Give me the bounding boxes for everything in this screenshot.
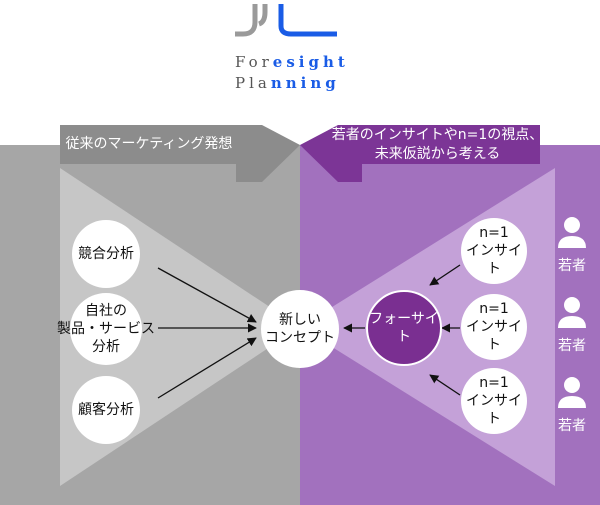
insight-line-1: n=1 — [479, 301, 509, 317]
competitor-analysis-node: 競合分析 — [72, 220, 140, 288]
new-concept-line-1: 新しい — [279, 312, 321, 328]
new-concept-line-2: コンセプト — [265, 330, 335, 346]
new-concept-node: 新しい コンセプト — [261, 290, 339, 368]
arrow-insight3-to-foresight — [429, 374, 461, 396]
logo-line-1-blue: esight — [272, 53, 349, 71]
insight-node: n=1 インサイト — [461, 218, 527, 284]
arrow-competitor-to-concept — [157, 267, 257, 323]
logo-line-1-dark: For — [235, 53, 273, 71]
person-group: 若者 若者 若者 — [552, 212, 592, 442]
logo-line-2: Planning — [235, 74, 340, 92]
person-icon — [558, 297, 586, 328]
logo: Foresight Planning — [225, 0, 375, 95]
customer-analysis-label: 顧客分析 — [78, 402, 134, 418]
logo-line-1: Foresight — [235, 53, 349, 71]
right-header-label: 若者のインサイトやn=1の視点、 未来仮説から考える — [330, 126, 545, 164]
product-service-analysis-node: 自社の 製品・サービス 分析 — [57, 293, 155, 365]
person-icon — [558, 217, 586, 248]
person-label: 若者 — [558, 258, 586, 274]
person-icon — [558, 377, 586, 408]
left-header-arrow — [60, 125, 300, 182]
arrow-customer-to-concept — [157, 337, 257, 399]
insight-line-2: インサイト — [466, 393, 522, 427]
customer-analysis-node: 顧客分析 — [72, 376, 140, 444]
product-analysis-line-1: 自社の — [85, 303, 127, 319]
insight-line-1: n=1 — [479, 225, 509, 241]
right-header-line-2: 未来仮説から考える — [374, 146, 501, 162]
insight-node: n=1 インサイト — [461, 294, 527, 360]
product-analysis-line-2: 製品・サービス — [57, 321, 155, 337]
logo-mark-icon — [235, 4, 337, 37]
foresight-label: フォーサイト — [369, 311, 439, 345]
logo-line-2-dark: Pla — [235, 74, 271, 92]
product-analysis-line-3: 分析 — [92, 339, 120, 355]
insight-line-1: n=1 — [479, 375, 509, 391]
arrow-insight1-to-foresight — [429, 264, 461, 286]
competitor-analysis-label: 競合分析 — [78, 246, 134, 262]
insight-line-2: インサイト — [466, 319, 522, 353]
right-header-line-1: 若者のインサイトやn=1の視点、 — [331, 127, 544, 143]
logo-line-2-blue: nning — [270, 74, 340, 92]
foresight-node: フォーサイト — [366, 290, 442, 366]
left-header-label: 従来のマーケティング発想 — [65, 136, 233, 152]
person-label: 若者 — [558, 418, 586, 434]
person-label: 若者 — [558, 338, 586, 354]
insight-node: n=1 インサイト — [461, 368, 527, 434]
insight-line-2: インサイト — [466, 243, 522, 277]
right-header-arrow — [300, 125, 540, 182]
